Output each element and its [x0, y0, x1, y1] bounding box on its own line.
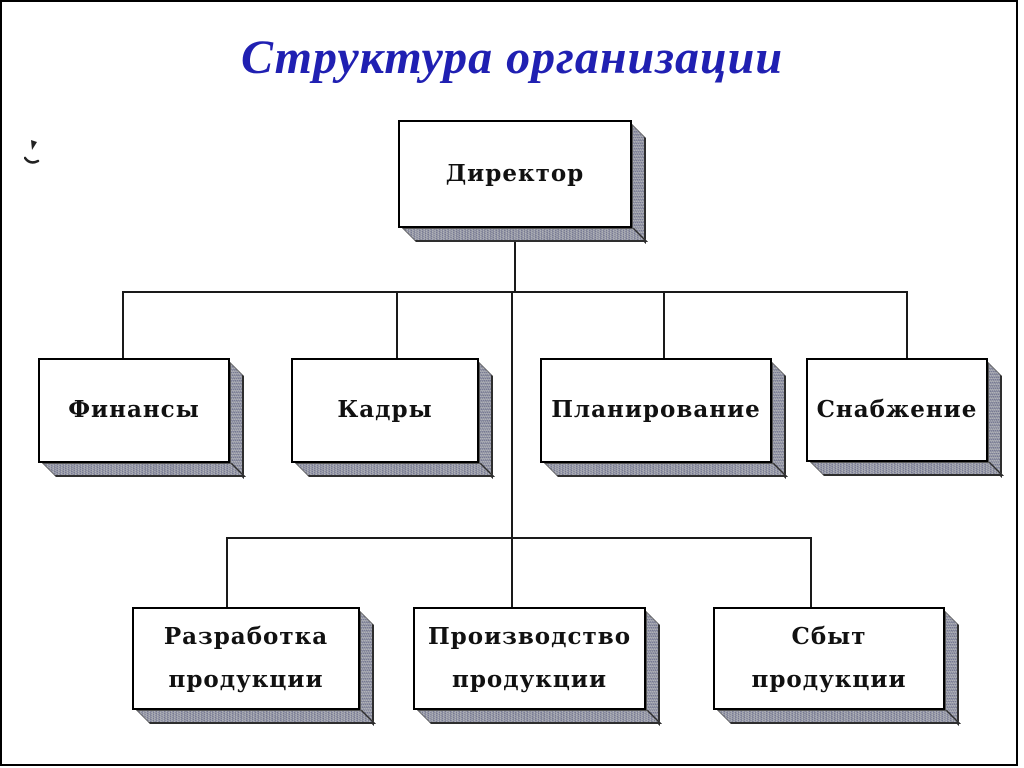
org-node-label: Кадры: [337, 396, 433, 424]
org-node-finance: Финансы: [38, 358, 230, 463]
connector-level2-rail: [122, 291, 908, 293]
org-node-sales: Сбыт продукции: [713, 607, 945, 710]
org-node-supply: Снабжение: [806, 358, 988, 462]
connector-center-trunk: [511, 292, 513, 607]
connector-drop-sales: [810, 538, 812, 607]
connector-drop-hr: [396, 292, 398, 358]
page-title: Структура организации: [240, 31, 784, 84]
org-node-label: Директор: [445, 159, 585, 187]
org-node-label: Планирование: [551, 396, 761, 424]
org-node-production: Производство продукции: [413, 607, 646, 710]
connector-drop-supply: [906, 292, 908, 358]
connector-director-stem: [514, 228, 516, 292]
connector-level3-rail: [226, 537, 812, 539]
connector-drop-development: [226, 538, 228, 607]
stray-mark-icon: [24, 140, 40, 164]
org-node-planning: Планирование: [540, 358, 772, 463]
org-node-hr: Кадры: [291, 358, 479, 463]
org-node-development: Разработка продукции: [132, 607, 360, 710]
connector-drop-finance: [122, 292, 124, 358]
org-node-label: Разработка продукции: [163, 622, 329, 693]
connector-drop-planning: [663, 292, 665, 358]
org-node-label: Снабжение: [816, 395, 978, 423]
org-node-label: Финансы: [68, 396, 200, 424]
org-node-director: Директор: [398, 120, 632, 228]
org-node-label: Сбыт продукции: [751, 622, 907, 693]
org-node-label: Производство продукции: [427, 622, 632, 693]
